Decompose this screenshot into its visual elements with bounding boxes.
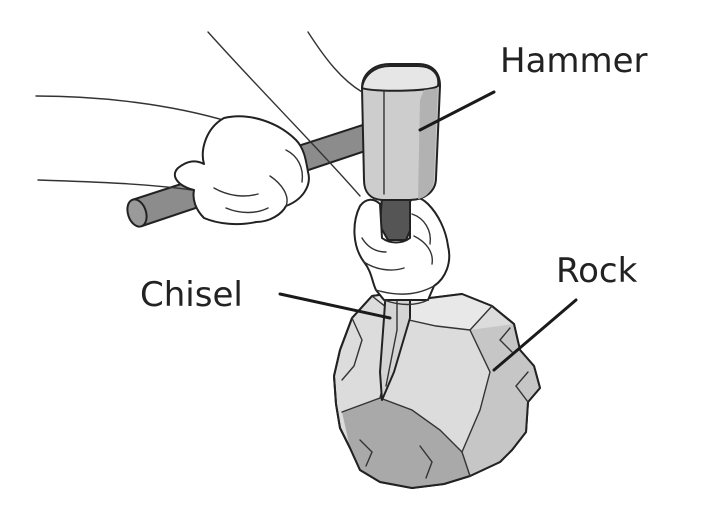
- lower-glove-illustration: [353, 196, 451, 306]
- rock-leader-line: [492, 298, 578, 372]
- rock-illustration: [333, 291, 541, 489]
- chisel-leader-line: [278, 292, 392, 320]
- upper-hand-illustration: [35, 31, 363, 226]
- rock-label: Rock: [556, 251, 638, 291]
- hammer-leader-line: [418, 90, 496, 132]
- hammer-label: Hammer: [500, 41, 648, 81]
- chisel-label: Chisel: [140, 275, 243, 315]
